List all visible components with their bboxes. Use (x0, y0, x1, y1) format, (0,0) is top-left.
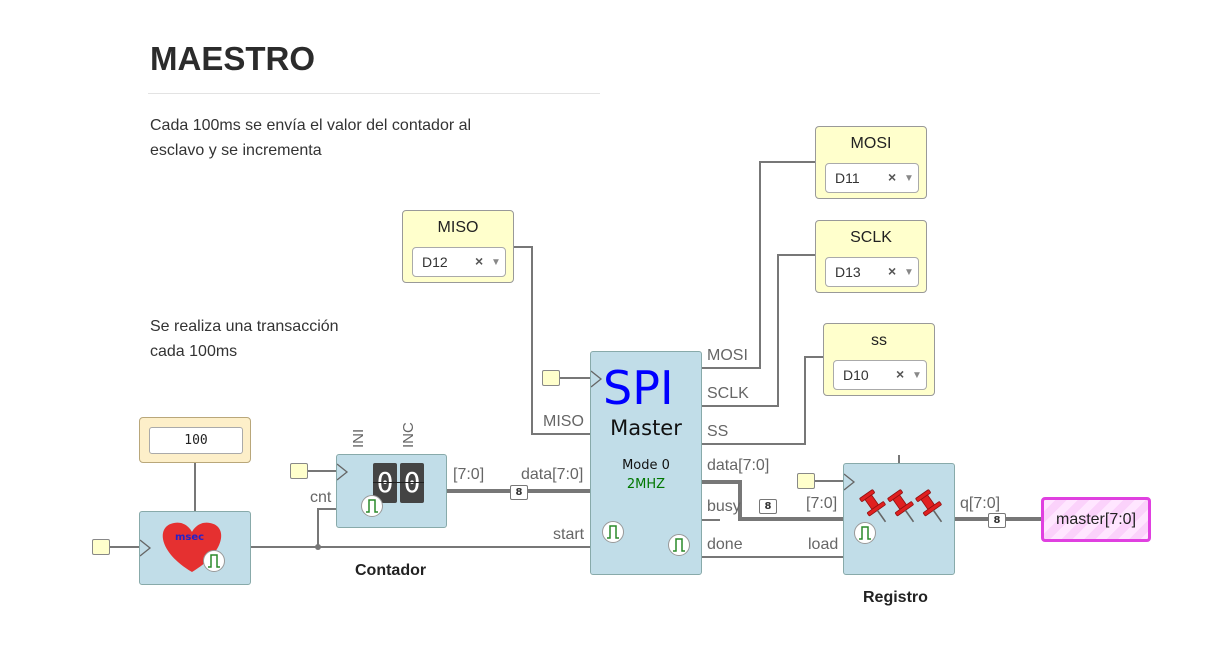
clear-icon[interactable]: × (475, 253, 484, 269)
sclk-label: SCLK (850, 229, 892, 246)
pulse-icon (361, 495, 383, 517)
heart-icon (140, 522, 222, 572)
pulse-icon (203, 550, 225, 572)
sclk-pin-select[interactable]: D13 × ▼ (825, 257, 919, 287)
clear-icon[interactable]: × (888, 169, 897, 185)
spi-title: SPI (603, 361, 674, 415)
spi-subtitle: Master (610, 416, 682, 440)
spi-port-busy: busy (707, 498, 741, 515)
chevron-down-icon[interactable]: ▼ (904, 267, 914, 278)
counter-block[interactable]: 0 0 (336, 454, 447, 528)
wire-ss (702, 356, 823, 445)
output-master-data: master[7:0] (1041, 497, 1151, 542)
miso-pin-select[interactable]: D12 × ▼ (412, 247, 506, 277)
ss-pin-value: D10 (843, 367, 869, 383)
register-port-load: load (808, 536, 839, 553)
mosi-output-block: MOSI D11 × ▼ (815, 126, 927, 199)
spi-port-sclk: SCLK (707, 385, 749, 402)
miso-input-block: MISO D12 × ▼ (402, 210, 514, 283)
register-caption: Registro (863, 589, 928, 606)
spi-port-done: done (707, 536, 743, 553)
chevron-down-icon[interactable]: ▼ (904, 173, 914, 184)
wire-cnt (317, 508, 336, 547)
ss-output-block: ss D10 × ▼ (823, 323, 935, 396)
pushpin-icon (844, 473, 943, 523)
spi-port-miso: MISO (543, 413, 584, 430)
timer-value-input[interactable]: 100 (149, 427, 243, 454)
counter-port-out: [7:0] (453, 466, 485, 483)
counter-port-inc: INC (400, 422, 417, 448)
mosi-label: MOSI (850, 135, 892, 152)
wire-mosi (702, 161, 815, 369)
junction-dot (315, 544, 321, 550)
spi-frequency: 2MHZ (626, 477, 666, 492)
description-note: Cada 100ms se envía el valor del contado… (150, 117, 472, 159)
spi-port-mosi: MOSI (707, 347, 748, 364)
spi-port-data-in: data[7:0] (521, 466, 584, 483)
counter-port-ini: INI (350, 428, 367, 448)
counter-port-cnt: cnt (310, 489, 332, 506)
page-title: MAESTRO (150, 40, 315, 77)
register-input-button[interactable] (797, 473, 815, 489)
bus-spi-register (702, 480, 843, 521)
title-divider (148, 93, 600, 94)
counter-input-button[interactable] (290, 463, 308, 479)
counter-input-arrow (337, 463, 349, 481)
bus-width-badge: 8 (759, 499, 777, 514)
counter-caption: Contador (355, 562, 427, 579)
wire-sclk (702, 254, 815, 407)
miso-pin-value: D12 (422, 254, 448, 270)
digit-divider (373, 482, 424, 483)
mosi-pin-select[interactable]: D11 × ▼ (825, 163, 919, 193)
register-port-in: [7:0] (806, 495, 838, 512)
miso-label: MISO (437, 219, 479, 236)
counter-digit-1: 0 (400, 463, 424, 503)
spi-input-button[interactable] (542, 370, 560, 386)
sclk-output-block: SCLK D13 × ▼ (815, 220, 927, 293)
register-port-out: q[7:0] (960, 495, 1001, 512)
spi-port-start: start (553, 526, 585, 543)
spi-port-ss: SS (707, 423, 729, 440)
chevron-down-icon[interactable]: ▼ (912, 370, 922, 381)
sclk-pin-value: D13 (835, 264, 861, 280)
ss-pin-select[interactable]: D10 × ▼ (833, 360, 927, 390)
spi-mode: Mode 0 (622, 458, 670, 473)
bus-width-badge: 8 (988, 513, 1006, 528)
timer-block[interactable]: msec (139, 511, 251, 585)
register-block[interactable] (843, 463, 955, 575)
pulse-icon (602, 521, 624, 543)
timer-input-button[interactable] (92, 539, 110, 555)
timer-value-block: 100 (139, 417, 251, 463)
wire-miso (514, 246, 590, 435)
bus-width-badge: 8 (510, 485, 528, 500)
chevron-down-icon[interactable]: ▼ (491, 257, 501, 268)
mosi-pin-value: D11 (835, 170, 860, 186)
spi-input-arrow (591, 370, 603, 388)
clear-icon[interactable]: × (896, 366, 905, 382)
timer-unit-label: msec (175, 532, 205, 543)
pulse-icon (668, 534, 690, 556)
clear-icon[interactable]: × (888, 263, 897, 279)
spi-port-data-out: data[7:0] (707, 457, 770, 474)
transaction-note: Se realiza una transacción cada 100ms (150, 318, 339, 360)
pulse-icon (854, 522, 876, 544)
ss-label: ss (871, 332, 887, 349)
spi-master-block[interactable]: SPI Master Mode 0 2MHZ (590, 351, 702, 575)
